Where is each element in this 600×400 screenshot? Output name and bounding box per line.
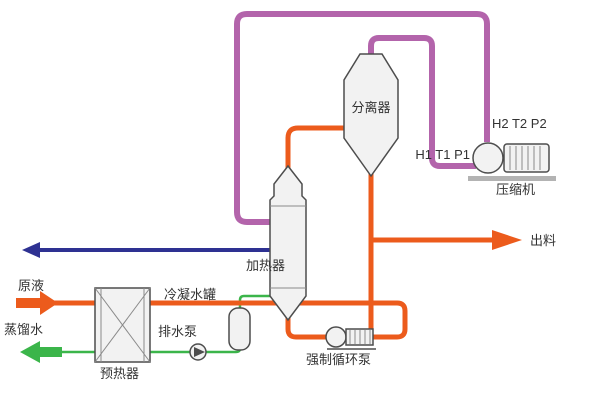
feed-pipe-to-circulation — [150, 300, 408, 340]
separator-label: 分离器 — [351, 100, 390, 115]
drain-pump-unit — [189, 343, 207, 361]
condensate-tank-label: 冷凝水罐 — [164, 287, 216, 302]
drain-pump-impeller-icon — [194, 347, 205, 357]
forced-circulation-pump-unit — [325, 326, 376, 350]
distilled-water-arrow-icon — [20, 341, 62, 363]
inlet-instruments-label: H1 T1 P1 — [415, 147, 470, 162]
forced-circulation-pump-label: 强制循环泵 — [306, 352, 371, 367]
condensate-pipe-heater-to-tank — [238, 294, 271, 308]
outlet-instruments-label: H2 T2 P2 — [492, 116, 547, 131]
discharge-label: 出料 — [530, 233, 556, 248]
circulation-pipe-heater-to-separator — [285, 125, 346, 176]
compressor-fan — [472, 142, 504, 174]
preheater-label: 预热器 — [100, 366, 139, 381]
separator-vessel — [343, 53, 399, 178]
feed-label: 原液 — [18, 278, 44, 293]
compressor-unit — [468, 142, 556, 181]
heater-unit — [269, 164, 307, 322]
preheater-unit — [94, 287, 151, 363]
compressor-label: 压缩机 — [496, 182, 535, 197]
pipes — [16, 11, 522, 363]
condensate-tank-vessel — [228, 307, 251, 351]
equipment — [94, 53, 556, 363]
compressor-motor — [503, 143, 550, 173]
vapor-pipe-separator-to-compressor — [368, 35, 476, 169]
vent-arrow-icon — [22, 242, 40, 258]
labels: 原液 蒸馏水 预热器 冷凝水罐 排水泵 加热器 分离器 强制循环泵 压缩机 出料… — [4, 100, 556, 381]
forced-pump-body — [325, 326, 347, 348]
heater-label: 加热器 — [246, 258, 285, 273]
compressor-base — [468, 176, 556, 181]
distilled-water-label: 蒸馏水 — [4, 322, 43, 337]
feed-arrow-icon — [16, 291, 58, 315]
heater-vessel — [269, 164, 307, 322]
discharge-arrow-icon — [492, 230, 522, 250]
preheater-diagonal — [94, 287, 151, 363]
vapor-pipe-compressor-to-heater — [234, 11, 490, 225]
drain-pump-label: 排水泵 — [158, 324, 197, 339]
